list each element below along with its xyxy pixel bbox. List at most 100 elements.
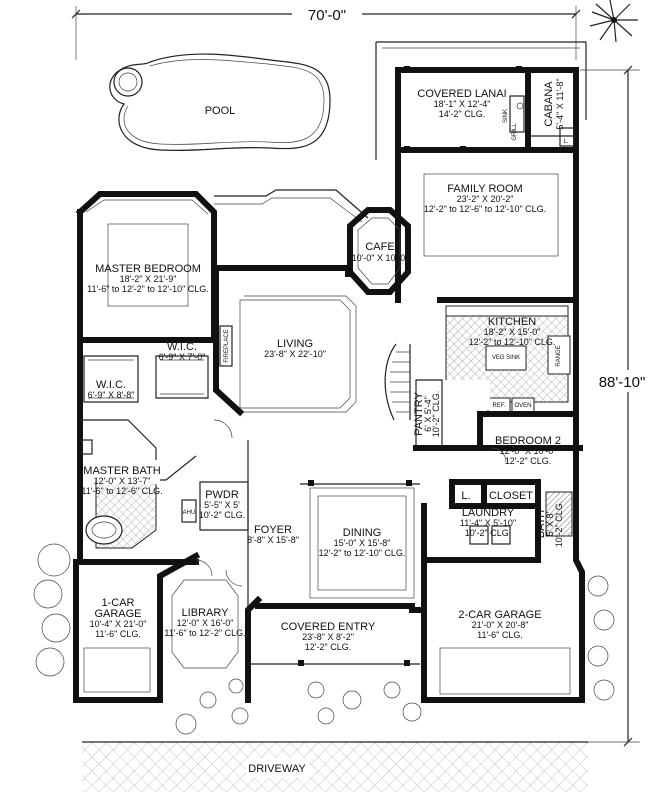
room-label-bath: BATH	[535, 510, 547, 539]
room-clg-family-room: 12'-2" to 12'-6" to 12'-10" CLG.	[424, 204, 546, 214]
fixture-linen-cabana: L.	[563, 139, 568, 145]
master-bath: MASTER BATH 12'-0" X 13'-7" 11'-6" to 12…	[77, 419, 199, 565]
room-size-bath: 5' X 8'	[545, 511, 555, 536]
room-size-master-bedroom: 18'-2" X 21'-9"	[120, 274, 177, 284]
covered-entry: COVERED ENTRY 23'-8" X 8'-2" 12'-2" CLG.	[250, 621, 420, 666]
depth-dimension: 88'-10"	[580, 65, 651, 747]
room-clg-bath: 10'-2" CLG.	[554, 501, 564, 547]
room-label-garage-1-line2: GARAGE	[94, 608, 141, 620]
width-dimension: 70'-0"	[71, 4, 581, 60]
room-label-living: LIVING	[277, 338, 313, 350]
room-clg-laundry: 10'-2" CLG.	[465, 528, 511, 538]
room-clg-covered-entry: 12'-2" CLG.	[305, 642, 351, 652]
room-label-pantry: PANTRY	[413, 392, 425, 436]
garage-1: 1-CAR GARAGE 10'-4" X 21'-0" 11'-6" CLG.	[83, 597, 151, 693]
room-label-cabana: CABANA	[543, 81, 555, 127]
pantry: PANTRY 6' X 5'-4" 10'-2" CLG.	[413, 379, 583, 451]
wic-right: W.I.C. 6'-9" X 7'-0"	[155, 341, 209, 399]
room-size-dining: 15'-0" X 15'-8"	[334, 538, 391, 548]
depth-dimension-label: 88'-10"	[599, 374, 646, 391]
living-room: FIREPLACE LIVING 23'-8" X 22'-10"	[213, 265, 357, 417]
staircase	[384, 343, 411, 421]
room-size-foyer: 8'-8" X 15'-8"	[247, 535, 299, 545]
room-label-pwdr: PWDR	[205, 489, 239, 501]
room-clg-library: 11'-6" to 12'-2" CLG.	[164, 628, 245, 638]
room-label-library: LIBRARY	[182, 607, 230, 619]
room-size-master-bath: 12'-0" X 13'-7"	[94, 476, 151, 486]
room-size-wic-left: 6'-9" X 8'-8"	[88, 390, 135, 400]
room-label-wic-left: W.I.C.	[96, 379, 126, 391]
fixture-veg-sink: VEG SINK	[492, 355, 520, 361]
library: LIBRARY 12'-0" X 16'-0" 11'-6" to 12'-2"…	[164, 559, 246, 669]
room-label-driveway: DRIVEWAY	[248, 763, 306, 775]
room-label-master-bath: MASTER BATH	[83, 465, 160, 477]
fixture-sink: SINK	[503, 109, 509, 123]
room-label-kitchen: KITCHEN	[488, 316, 536, 328]
room-label-bedroom-2: BEDROOM 2	[495, 435, 561, 447]
palm-tree	[589, 0, 638, 43]
room-label-covered-entry: COVERED ENTRY	[281, 621, 376, 633]
room-size-living: 23'-8" X 22'-10"	[264, 349, 326, 359]
room-clg-pwdr: 10'-2" CLG.	[199, 510, 245, 520]
foyer: FOYER 8'-8" X 15'-8"	[213, 419, 299, 610]
dining: DINING 15'-0" X 15'-8" 12'-2" to 12'-10"…	[300, 480, 420, 599]
fixture-ahu: AHU	[183, 510, 196, 516]
wic-left: W.I.C. 6'-9" X 8'-8"	[83, 355, 139, 403]
room-size-family-room: 23'-2" X 20'-2"	[457, 194, 514, 204]
room-clg-dining: 12'-2" to 12'-10" CLG.	[319, 548, 406, 558]
fixture-oven: OVEN	[514, 403, 531, 409]
room-size-bedroom-2: 12'-0" X 10'-0"	[500, 446, 557, 456]
room-label-wic-right: W.I.C.	[167, 341, 197, 353]
fixture-linen-hall: L.	[461, 490, 470, 502]
room-size-garage-2: 21'-0" X 20'-8"	[472, 620, 529, 630]
room-label-garage-1: 1-CAR	[101, 597, 134, 609]
driveway: DRIVEWAY	[82, 741, 588, 792]
room-size-pantry: 6' X 5'-4"	[423, 396, 433, 432]
room-size-kitchen: 18'-2" X 15'-0"	[484, 327, 541, 337]
room-size-cabana: 5'-4" X 11'-8"	[555, 78, 565, 129]
bath-2: BATH 5' X 8' 10'-2" CLG.	[535, 491, 573, 547]
room-label-pool: POOL	[205, 105, 236, 117]
fixture-ref: REF.	[492, 403, 505, 409]
room-size-covered-lanai: 18'-1" X 12'-4"	[434, 99, 491, 109]
laundry: LAUNDRY 11'-4" X 5'-10" 10'-2" CLG.	[421, 503, 541, 563]
room-clg-bedroom-2: 12'-2" CLG.	[505, 456, 551, 466]
room-clg-master-bath: 11'-6" to 12'-6" CLG.	[81, 486, 162, 496]
powder-room: AHU PWDR 5'-5" X 5' 10'-2" CLG.	[181, 481, 249, 531]
room-label-covered-lanai: COVERED LANAI	[417, 88, 506, 100]
rear-terrace	[214, 189, 369, 223]
kitchen: KITCHEN 18'-2" X 15'-0" 12'-2" to 12'-10…	[434, 297, 579, 413]
room-label-foyer: FOYER	[254, 524, 292, 536]
room-label-laundry: LAUNDRY	[462, 507, 515, 519]
room-label-dining: DINING	[343, 527, 382, 539]
room-size-pwdr: 5'-5" X 5'	[204, 500, 240, 510]
room-size-cafe: 10'-0" X 10'-0"	[352, 253, 409, 263]
fixture-fireplace: FIREPLACE	[224, 329, 230, 362]
room-size-library: 12'-0" X 16'-0"	[177, 618, 234, 628]
master-bedroom: MASTER BEDROOM 18'-2" X 21'-9" 11'-6" to…	[77, 223, 217, 343]
room-label-master-bedroom: MASTER BEDROOM	[95, 263, 201, 275]
room-clg-pantry: 10'-2" CLG.	[431, 391, 441, 437]
cafe: CAFE 10'-0" X 10'-0"	[347, 207, 411, 295]
room-size-wic-right: 6'-9" X 7'-0"	[159, 352, 206, 362]
room-size-garage-1: 10'-4" X 21'-0"	[90, 619, 147, 629]
fixture-grill: GRILL	[512, 123, 518, 141]
room-label-family-room: FAMILY ROOM	[447, 183, 522, 195]
room-clg-master-bedroom: 11'-6" to 12'-2" to 12'-10" CLG.	[87, 284, 209, 294]
landscaping	[33, 543, 615, 735]
room-size-laundry: 11'-4" X 5'-10"	[460, 518, 516, 528]
closet: L. CLOSET	[449, 479, 541, 509]
width-dimension-label: 70'-0"	[308, 7, 346, 24]
garage-2: 2-CAR GARAGE 21'-0" X 20'-8" 11'-6" CLG.	[439, 609, 571, 695]
room-clg-kitchen: 12'-2" to 12'-10" CLG.	[469, 337, 556, 347]
lanai: COVERED LANAI 18'-1" X 12'-4" 14'-2" CLG…	[404, 66, 531, 153]
room-label-cafe: CAFE	[365, 241, 394, 253]
room-clg-covered-lanai: 14'-2" CLG.	[439, 109, 485, 119]
fixture-range: RANGE	[556, 345, 562, 366]
room-label-closet: CLOSET	[489, 490, 533, 502]
room-size-covered-entry: 23'-8" X 8'-2"	[302, 632, 354, 642]
bedroom-2: BEDROOM 2 12'-0" X 10'-0" 12'-2" CLG.	[477, 411, 579, 466]
room-clg-garage-1: 11'-6" CLG.	[95, 629, 141, 639]
room-label-garage-2: 2-CAR GARAGE	[458, 609, 541, 621]
